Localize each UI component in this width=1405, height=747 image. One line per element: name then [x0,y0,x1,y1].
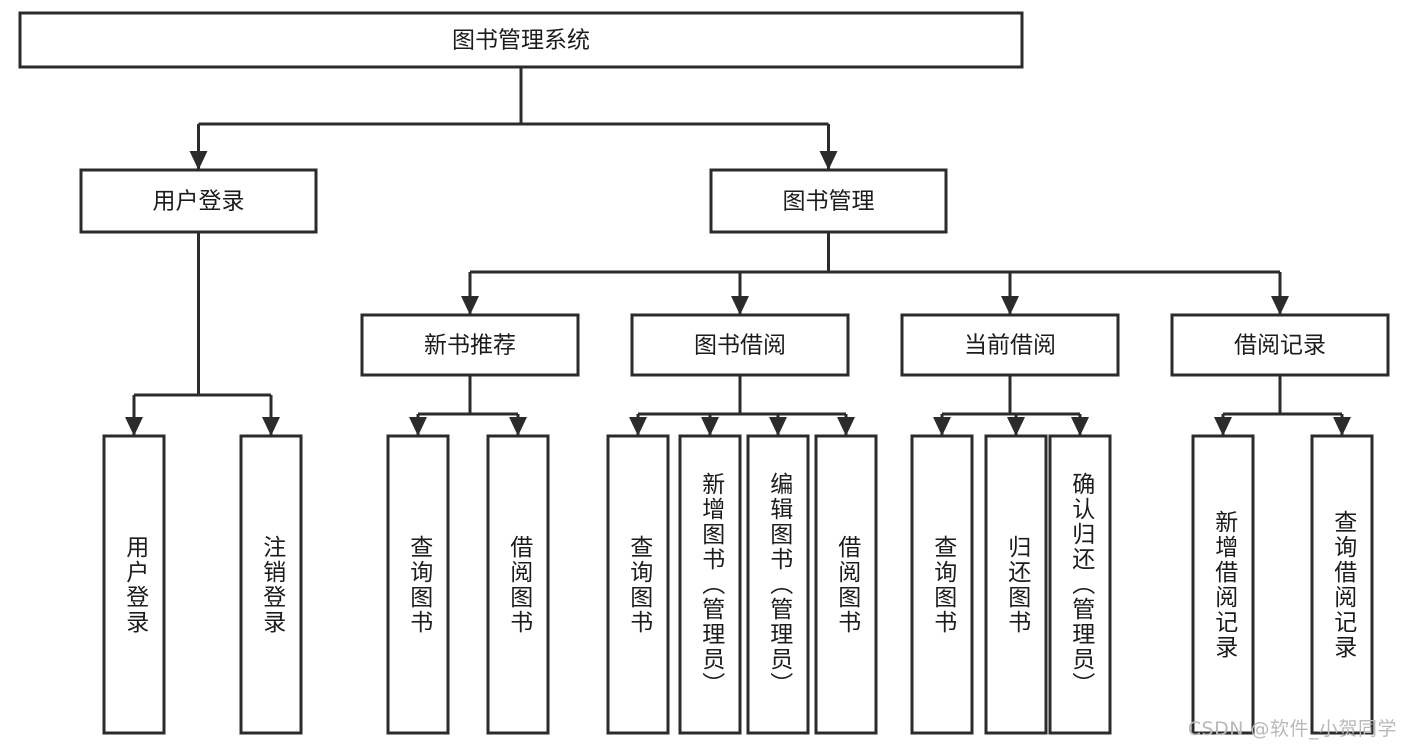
watermark-text: CSDN @软件_小贺同学 [1187,718,1397,740]
node-box-leaf-query-record[interactable] [1310,434,1374,735]
arrow-head-icon [769,417,787,436]
arrow-head-icon [819,151,838,170]
node-box-book-borrow[interactable] [630,313,850,377]
arrow-head-icon [1001,296,1019,315]
node-box-leaf-query-book-brw[interactable] [606,434,670,735]
arrow-head-icon [1271,296,1289,315]
node-box-leaf-query-book-cur[interactable] [910,434,974,735]
arrow-head-icon [1007,417,1025,436]
node-box-leaf-query-book-rec[interactable] [386,434,450,735]
node-box-leaf-return-book[interactable] [984,434,1048,735]
arrow-head-icon [731,296,749,315]
node-label-root: 图书管理系统 [452,28,590,54]
node-label-current-borrow: 当前借阅 [964,333,1056,359]
arrow-head-icon [1071,417,1089,436]
arrow-head-icon [701,417,719,436]
node-box-leaf-borrow-book-rec[interactable] [486,434,550,735]
node-box-leaf-edit-book[interactable] [746,434,810,735]
boxes-layer [18,11,1390,735]
arrow-head-icon [933,417,951,436]
node-box-leaf-user-login[interactable] [102,434,166,735]
arrow-head-icon [509,417,527,436]
arrow-head-icon [629,417,647,436]
node-box-leaf-user-logout[interactable] [239,434,303,735]
node-label-borrow-record: 借阅记录 [1234,333,1326,359]
node-box-root[interactable] [18,11,1024,69]
arrow-head-icon [125,417,143,436]
node-label-new-book-recommend: 新书推荐 [424,333,516,359]
node-box-new-book-recommend[interactable] [360,313,580,377]
arrow-head-icon [262,417,280,436]
arrow-head-icon [1333,417,1351,436]
connectors-layer [125,67,1351,436]
arrow-head-icon [461,296,479,315]
node-box-leaf-add-book[interactable] [678,434,742,735]
arrow-head-icon [409,417,427,436]
arrow-head-icon [1214,417,1232,436]
node-box-borrow-record[interactable] [1170,313,1390,377]
arrow-head-icon [837,417,855,436]
node-label-book-borrow: 图书借阅 [694,333,786,359]
node-box-book-manage[interactable] [709,168,948,234]
node-box-leaf-borrow-book-brw[interactable] [814,434,878,735]
node-box-current-borrow[interactable] [900,313,1120,377]
node-label-user-login: 用户登录 [153,189,245,215]
node-label-book-manage: 图书管理 [783,189,875,215]
node-box-leaf-confirm-return[interactable] [1048,434,1112,735]
arrow-head-icon [189,151,208,170]
node-box-user-login[interactable] [79,168,318,234]
node-box-leaf-add-record[interactable] [1191,434,1255,735]
